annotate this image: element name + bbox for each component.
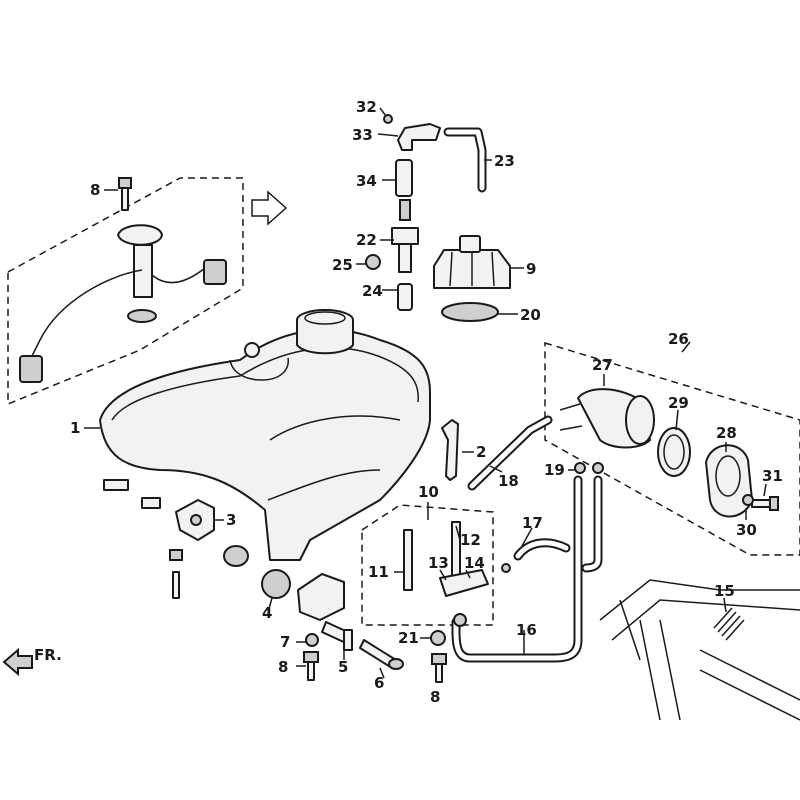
label-19: 19 xyxy=(544,461,565,479)
direction-arrow-icon xyxy=(251,190,288,226)
hose-clip-19a xyxy=(574,462,586,474)
label-21: 21 xyxy=(398,629,419,647)
fuel-filter xyxy=(559,388,655,449)
washer-7 xyxy=(305,633,319,647)
bolt-8-left xyxy=(303,651,319,681)
label-22: 22 xyxy=(356,231,377,249)
rubber-mount-4 xyxy=(261,569,291,599)
bolt-8-right xyxy=(431,653,447,683)
bracket-2 xyxy=(441,419,459,481)
bracket-lower xyxy=(297,573,345,621)
label-17: 17 xyxy=(522,514,543,532)
filter-clamp xyxy=(657,427,691,477)
label-10: 10 xyxy=(418,483,439,501)
label-9: 9 xyxy=(526,260,536,278)
hose-clip-19b xyxy=(592,462,604,474)
label-15: 15 xyxy=(714,582,735,600)
washer-30 xyxy=(742,494,754,506)
label-28: 28 xyxy=(716,424,737,442)
fuel-gauge-group-box xyxy=(7,177,244,406)
front-marker-text: FR. xyxy=(34,646,62,664)
label-23: 23 xyxy=(494,152,515,170)
filter-cover xyxy=(705,444,753,518)
frame-section xyxy=(599,579,800,721)
label-5: 5 xyxy=(338,658,348,676)
label-25: 25 xyxy=(332,256,353,274)
collar-5 xyxy=(321,621,353,651)
breather-assembly xyxy=(365,114,487,311)
fuel-hose-17 xyxy=(513,538,571,561)
label-32: 32 xyxy=(356,98,377,116)
label-12: 12 xyxy=(460,531,481,549)
label-30: 30 xyxy=(736,521,757,539)
label-4: 4 xyxy=(262,604,272,622)
label-8-top: 8 xyxy=(90,181,100,199)
fuel-hose-16 xyxy=(451,475,603,663)
bracket-3 xyxy=(175,499,215,541)
label-33: 33 xyxy=(352,126,373,144)
label-34: 34 xyxy=(356,172,377,190)
fuel-gauge-sender xyxy=(19,224,227,383)
fuel-cap xyxy=(433,235,511,289)
label-29: 29 xyxy=(668,394,689,412)
label-6: 6 xyxy=(374,674,384,692)
front-direction-marker: FR. xyxy=(2,646,62,677)
label-24: 24 xyxy=(362,282,383,300)
label-31: 31 xyxy=(762,467,783,485)
label-20: 20 xyxy=(520,306,541,324)
label-1: 1 xyxy=(70,419,80,437)
label-16: 16 xyxy=(516,621,537,639)
label-11: 11 xyxy=(368,563,389,581)
label-18: 18 xyxy=(498,472,519,490)
label-14: 14 xyxy=(464,554,485,572)
bolt-3-left xyxy=(103,479,161,509)
front-arrow-icon xyxy=(2,647,33,677)
label-13: 13 xyxy=(428,554,449,572)
spring-15 xyxy=(713,607,745,641)
nut-21 xyxy=(430,630,446,646)
bolt-8-top xyxy=(118,177,132,211)
bolt-31 xyxy=(751,496,779,511)
cap-gasket xyxy=(441,302,499,322)
bolt-6 xyxy=(359,639,404,670)
label-26: 26 xyxy=(668,330,689,348)
label-7: 7 xyxy=(280,633,290,651)
label-27: 27 xyxy=(592,356,613,374)
cock-group-box xyxy=(361,504,494,626)
leader-lines xyxy=(84,107,767,679)
fuel-cock xyxy=(403,521,511,627)
bolt-lower-left xyxy=(169,549,183,599)
label-8-left: 8 xyxy=(278,658,288,676)
grommet xyxy=(223,545,249,567)
label-8-right: 8 xyxy=(430,688,440,706)
label-3: 3 xyxy=(226,511,236,529)
label-2: 2 xyxy=(476,443,486,461)
fuel-tank xyxy=(99,309,431,561)
callout-labels: 8 1 2 3 4 5 6 7 8 9 10 11 12 13 14 15 16… xyxy=(70,98,783,706)
